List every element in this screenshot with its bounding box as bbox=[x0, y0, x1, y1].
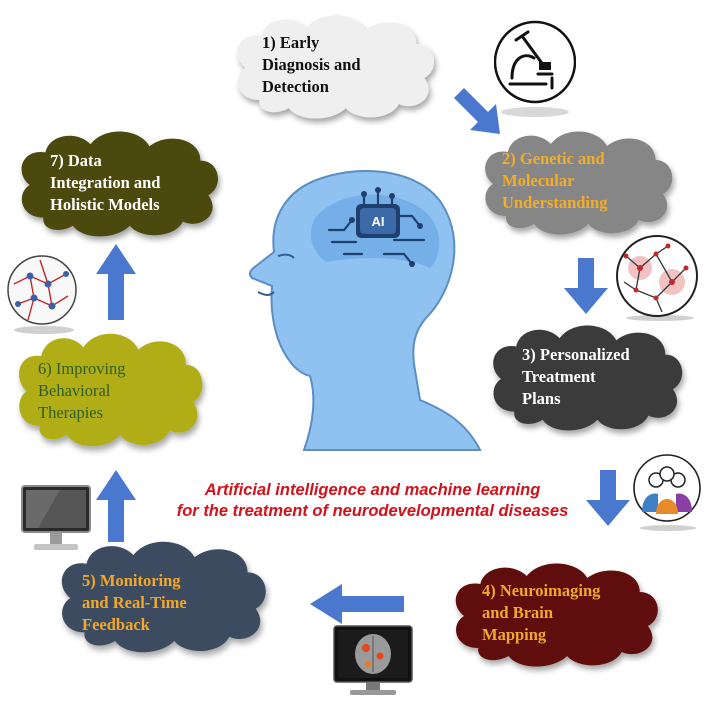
people-icon bbox=[632, 452, 702, 532]
human-head-icon: AI bbox=[244, 160, 484, 460]
arrow-step4-to-step5 bbox=[310, 584, 404, 624]
caption-line-2: for the treatment of neurodevelopmental … bbox=[176, 502, 569, 520]
arrow-step6-to-step7 bbox=[96, 244, 136, 320]
neuron-network-icon bbox=[4, 254, 82, 334]
brain-scan-monitor-icon bbox=[332, 624, 414, 698]
arrow-step3-to-step4 bbox=[586, 470, 630, 526]
monitor-icon bbox=[20, 484, 92, 556]
network-icon bbox=[612, 232, 702, 322]
arrow-step1-to-step2 bbox=[450, 84, 506, 140]
microscope-icon bbox=[493, 18, 577, 118]
caption-line-1: Artificial intelligence and machine lear… bbox=[204, 481, 541, 499]
arrow-step5-to-step6 bbox=[96, 470, 136, 542]
arrow-step2-to-step3 bbox=[564, 258, 608, 314]
diagram-caption: Artificial intelligence and machine lear… bbox=[150, 480, 595, 522]
ai-chip-label: AI bbox=[372, 214, 385, 229]
